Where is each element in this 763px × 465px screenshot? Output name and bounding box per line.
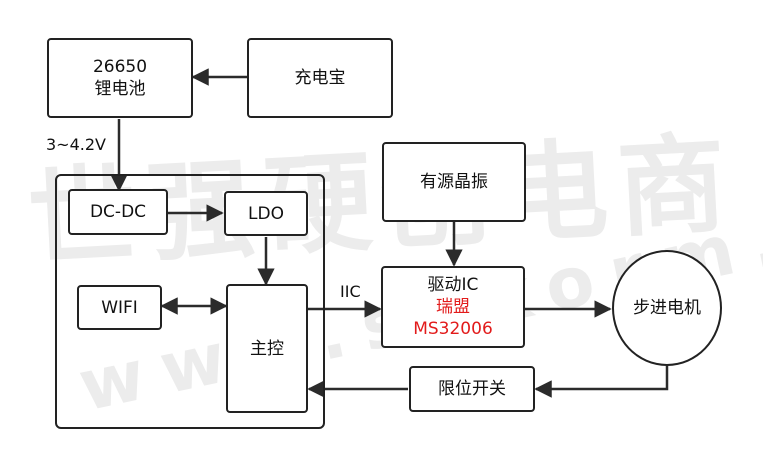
driver-brand-label: 瑞盟 <box>436 297 470 317</box>
driver-ic-block: 驱动IC 瑞盟 MS32006 <box>381 266 525 348</box>
iic-bus-label: IIC <box>340 282 361 301</box>
arrow-motor-to-limit <box>534 366 669 398</box>
battery-block: 26650 锂电池 <box>47 38 193 118</box>
oscillator-block: 有源晶振 <box>382 142 526 222</box>
powerbank-label: 充电宝 <box>294 68 346 88</box>
voltage-label: 3~4.2V <box>46 135 106 154</box>
dcdc-block: DC-DC <box>68 189 168 235</box>
dcdc-label: DC-DC <box>89 202 147 222</box>
battery-model-label: 26650 <box>92 57 148 77</box>
limit-switch-block: 限位开关 <box>409 366 535 412</box>
mcu-label: 主控 <box>250 338 284 359</box>
ldo-label: LDO <box>248 203 284 224</box>
battery-type-label: 锂电池 <box>94 79 146 99</box>
ldo-block: LDO <box>224 191 308 236</box>
limit-switch-label: 限位开关 <box>438 379 506 399</box>
mcu-block: 主控 <box>226 284 308 413</box>
stepper-motor-block: 步进电机 <box>612 250 722 366</box>
driver-part-label: MS32006 <box>413 319 493 339</box>
controller-board-frame <box>55 174 325 429</box>
oscillator-label: 有源晶振 <box>420 172 488 192</box>
wifi-block: WIFI <box>77 285 162 330</box>
wifi-label: WIFI <box>101 297 138 318</box>
stepper-motor-label: 步进电机 <box>633 298 701 318</box>
powerbank-block: 充电宝 <box>247 38 393 118</box>
driver-ic-label: 驱动IC <box>427 275 479 295</box>
